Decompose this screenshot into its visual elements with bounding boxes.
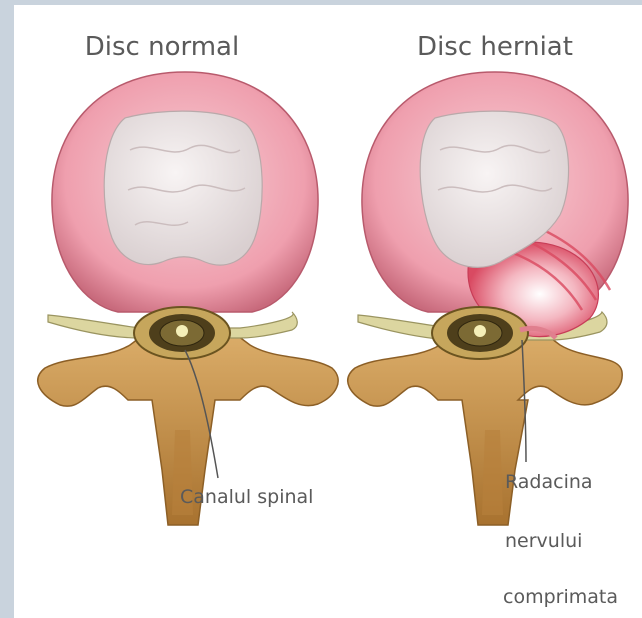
nerve-root-label-line2: nervului	[505, 530, 582, 552]
nerve-root-label-line3: comprimata	[503, 586, 618, 608]
normal-disc-group	[38, 72, 338, 525]
normal-spinal-cord	[134, 307, 230, 359]
normal-nucleus	[104, 111, 262, 265]
nerve-root-label-line1: Radacina	[505, 471, 593, 493]
herniated-disc-title: Disc herniat	[417, 32, 573, 62]
herniated-spinal-cord	[432, 307, 528, 359]
normal-disc-title: Disc normal	[85, 32, 239, 62]
herniated-disc-group	[348, 72, 628, 525]
spinal-canal-label: Canalul spinal	[180, 486, 313, 508]
